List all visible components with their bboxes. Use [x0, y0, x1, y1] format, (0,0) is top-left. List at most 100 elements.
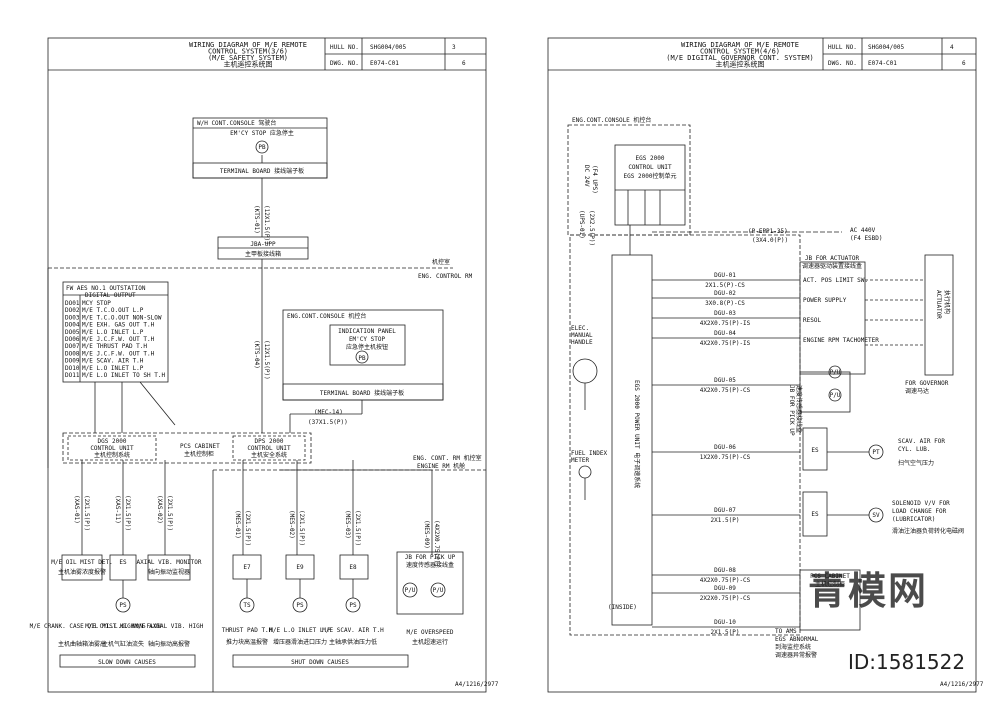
dgu-spec: 4X2X0.75(P)-IS [700, 320, 751, 327]
room-en: ENG. CONTROL RM [418, 273, 473, 280]
left-dwg-label: DWG. NO. [330, 60, 359, 67]
dgu-label: DGU-08 [714, 567, 736, 574]
right-box-label: E8 [349, 564, 357, 571]
slow-down-causes: SLOW DOWN CAUSES [98, 659, 156, 666]
fuel-meter: METER [571, 457, 589, 464]
ams-label: 到海监控系统 [775, 643, 811, 651]
r-pu-2: P/U [830, 392, 841, 399]
gov-en: FOR GOVERNOR [905, 380, 949, 387]
relay-row: MCY STOP [82, 300, 111, 307]
relay-no: DO04 [65, 322, 80, 329]
cable-mec14-spec: (37X1.5(P)) [308, 419, 348, 426]
relay-no: DO03 [65, 314, 80, 321]
overspeed-cn: 主机超速运行 [412, 638, 448, 646]
relay-row: M/E EXH. GAS OUT T.H [82, 322, 155, 329]
relay-no: DO09 [65, 358, 80, 365]
jba-cn-label: 主甲板接线箱 [245, 250, 281, 258]
cable-ac-spec: (3X4.0(P)) [752, 237, 788, 244]
dgu-spec: 2X1.5(P) [711, 517, 740, 524]
er-room-2: ENGINE RM 机舱 [417, 462, 465, 470]
actuator-row: ACT. POS LIMIT SW. [803, 277, 868, 284]
fuel-meter: FUEL INDEX [571, 450, 608, 457]
pu-2: P/U [433, 587, 444, 594]
actuator-cn: 执行机构 [943, 290, 951, 314]
cable-mec14: (MEC-14) [314, 409, 343, 416]
right-dwg-label: DWG. NO. [828, 60, 857, 67]
elec-handle: ELEC. [571, 325, 589, 332]
relay-no: DO10 [65, 365, 80, 372]
left-cable-spec: (2X1.5(P)) [83, 495, 90, 531]
elec-handle: HANDLE [571, 339, 593, 346]
left-box-label: M/E OIL MIST DET. [51, 559, 112, 566]
r-cabinet-cn: 主机控制柜 [815, 580, 845, 588]
left-hull-label: HULL NO. [330, 44, 359, 51]
left-sensor: PS [119, 602, 127, 609]
wh-console-label: W/H CONT.CONSOLE 驾驶台 [197, 119, 276, 127]
egs-sub: CONTROL UNIT [628, 164, 672, 171]
left-caption-cn: 主机气缸油流失 [102, 640, 144, 648]
right-caption: M/E SCAV. AIR T.H [322, 627, 384, 634]
left-box-label: ES [119, 559, 127, 566]
ac-supply: AC 440V [850, 227, 876, 234]
sol-en: SOLENOID V/V FOR [892, 500, 950, 507]
relay-row: M/E L.O INLET L.P [82, 365, 144, 372]
left-title-line: WIRING DIAGRAM OF M/E REMOTE [189, 41, 307, 49]
dps-sub: CONTROL UNIT [247, 445, 291, 452]
right-title-line: WIRING DIAGRAM OF M/E REMOTE [681, 41, 799, 49]
sol-en3: (LUBRICATOR) [892, 516, 935, 523]
ams-label: EGS ABNORMAL [775, 636, 819, 643]
right-cable-spec: (2X1.5(P)) [244, 510, 251, 546]
right-hull-no: SHG004/005 [868, 44, 905, 51]
right-sensor: PS [296, 602, 304, 609]
right-sheet [547, 37, 977, 693]
gov-cn: 调速马达 [905, 387, 929, 395]
cable-ups-spec: (2X2.5(P)) [588, 210, 595, 246]
left-sheet-no: 3 [452, 44, 456, 51]
right-caption-cn: 推力块高温报警 [226, 638, 268, 646]
eng-console-label: ENG.CONT.CONSOLE 机控台 [287, 312, 366, 320]
er-room: ENG. CONT. RM 机控室 [413, 454, 482, 462]
right-box-label: E7 [243, 564, 251, 571]
left-box-label: AXIAL VIB. MONITOR [136, 559, 201, 566]
left-box-cn: 主机油雾浓度报警 [58, 568, 106, 576]
overspeed-en: M/E OVERSPEED [407, 629, 454, 636]
relay-row: M/E L.O INLET TO SH T.H [82, 372, 165, 379]
watermark-id: ID:1581522 [848, 650, 966, 674]
inside-label: (INSIDE) [608, 604, 637, 611]
jb-pickup-cn: 速度传感器接线盒 [406, 561, 454, 569]
ams-label: 调速器异常报警 [775, 651, 817, 659]
pcs-cabinet: PCS CABINET [180, 443, 220, 450]
actuator-jb-cn: 调速器驱动装置接线盒 [802, 262, 862, 270]
cable-kts01-spec: (12X1.5(P)) [263, 205, 270, 245]
cable-kts04-spec: (12X1.5(P)) [263, 340, 270, 380]
cable-mes09: (MES-09) [423, 520, 430, 549]
relay-row: M/E J.C.F.W. OUT T.H [82, 350, 155, 357]
right-title-line: (M/E DIGITAL GOVERNOR CONT. SYSTEM) [666, 54, 814, 62]
dgu-label: DGU-01 [714, 272, 736, 279]
dgu-label: DGU-06 [714, 444, 736, 451]
right-sheet-no: 4 [950, 44, 954, 51]
r-eng-console: ENG.CONT.CONSOLE 机控台 [572, 116, 651, 124]
egs-title: EGS 2000 [636, 155, 665, 162]
watermark-brand: 青模网 [808, 569, 929, 613]
ac-supply-2: (F4 ESBD) [850, 235, 883, 242]
terminal-board-label: TERMINAL BOARD 接线端子板 [220, 167, 304, 175]
relay-row: M/E THRUST PAD T.H [82, 343, 147, 350]
pu-1: P/U [405, 587, 416, 594]
left-caption-cn: 轴向振动高报警 [148, 640, 190, 648]
left-title-line: (M/E SAFETY SYSTEM) [208, 54, 288, 62]
right-caption-cn: 增压器滑油进口压力 [273, 638, 327, 646]
dgu-label: DGU-07 [714, 507, 736, 514]
dgu-spec: 4X2X0.75(P)-CS [700, 387, 751, 394]
pcs-cabinet-cn: 主机控制柜 [184, 450, 214, 458]
left-caption-cn: 主机曲轴箱油雾高 [58, 640, 106, 648]
actuator-row: POWER SUPPLY [803, 297, 847, 304]
left-cable: (XAS-01) [73, 495, 80, 524]
e-box-1: ES [811, 447, 819, 454]
right-box-label: E9 [296, 564, 304, 571]
scav-en2: CYL. LUB. [898, 446, 931, 453]
right-hull-label: HULL NO. [828, 44, 857, 51]
relay-no: DO07 [65, 343, 80, 350]
sv-label: SV [872, 512, 880, 519]
